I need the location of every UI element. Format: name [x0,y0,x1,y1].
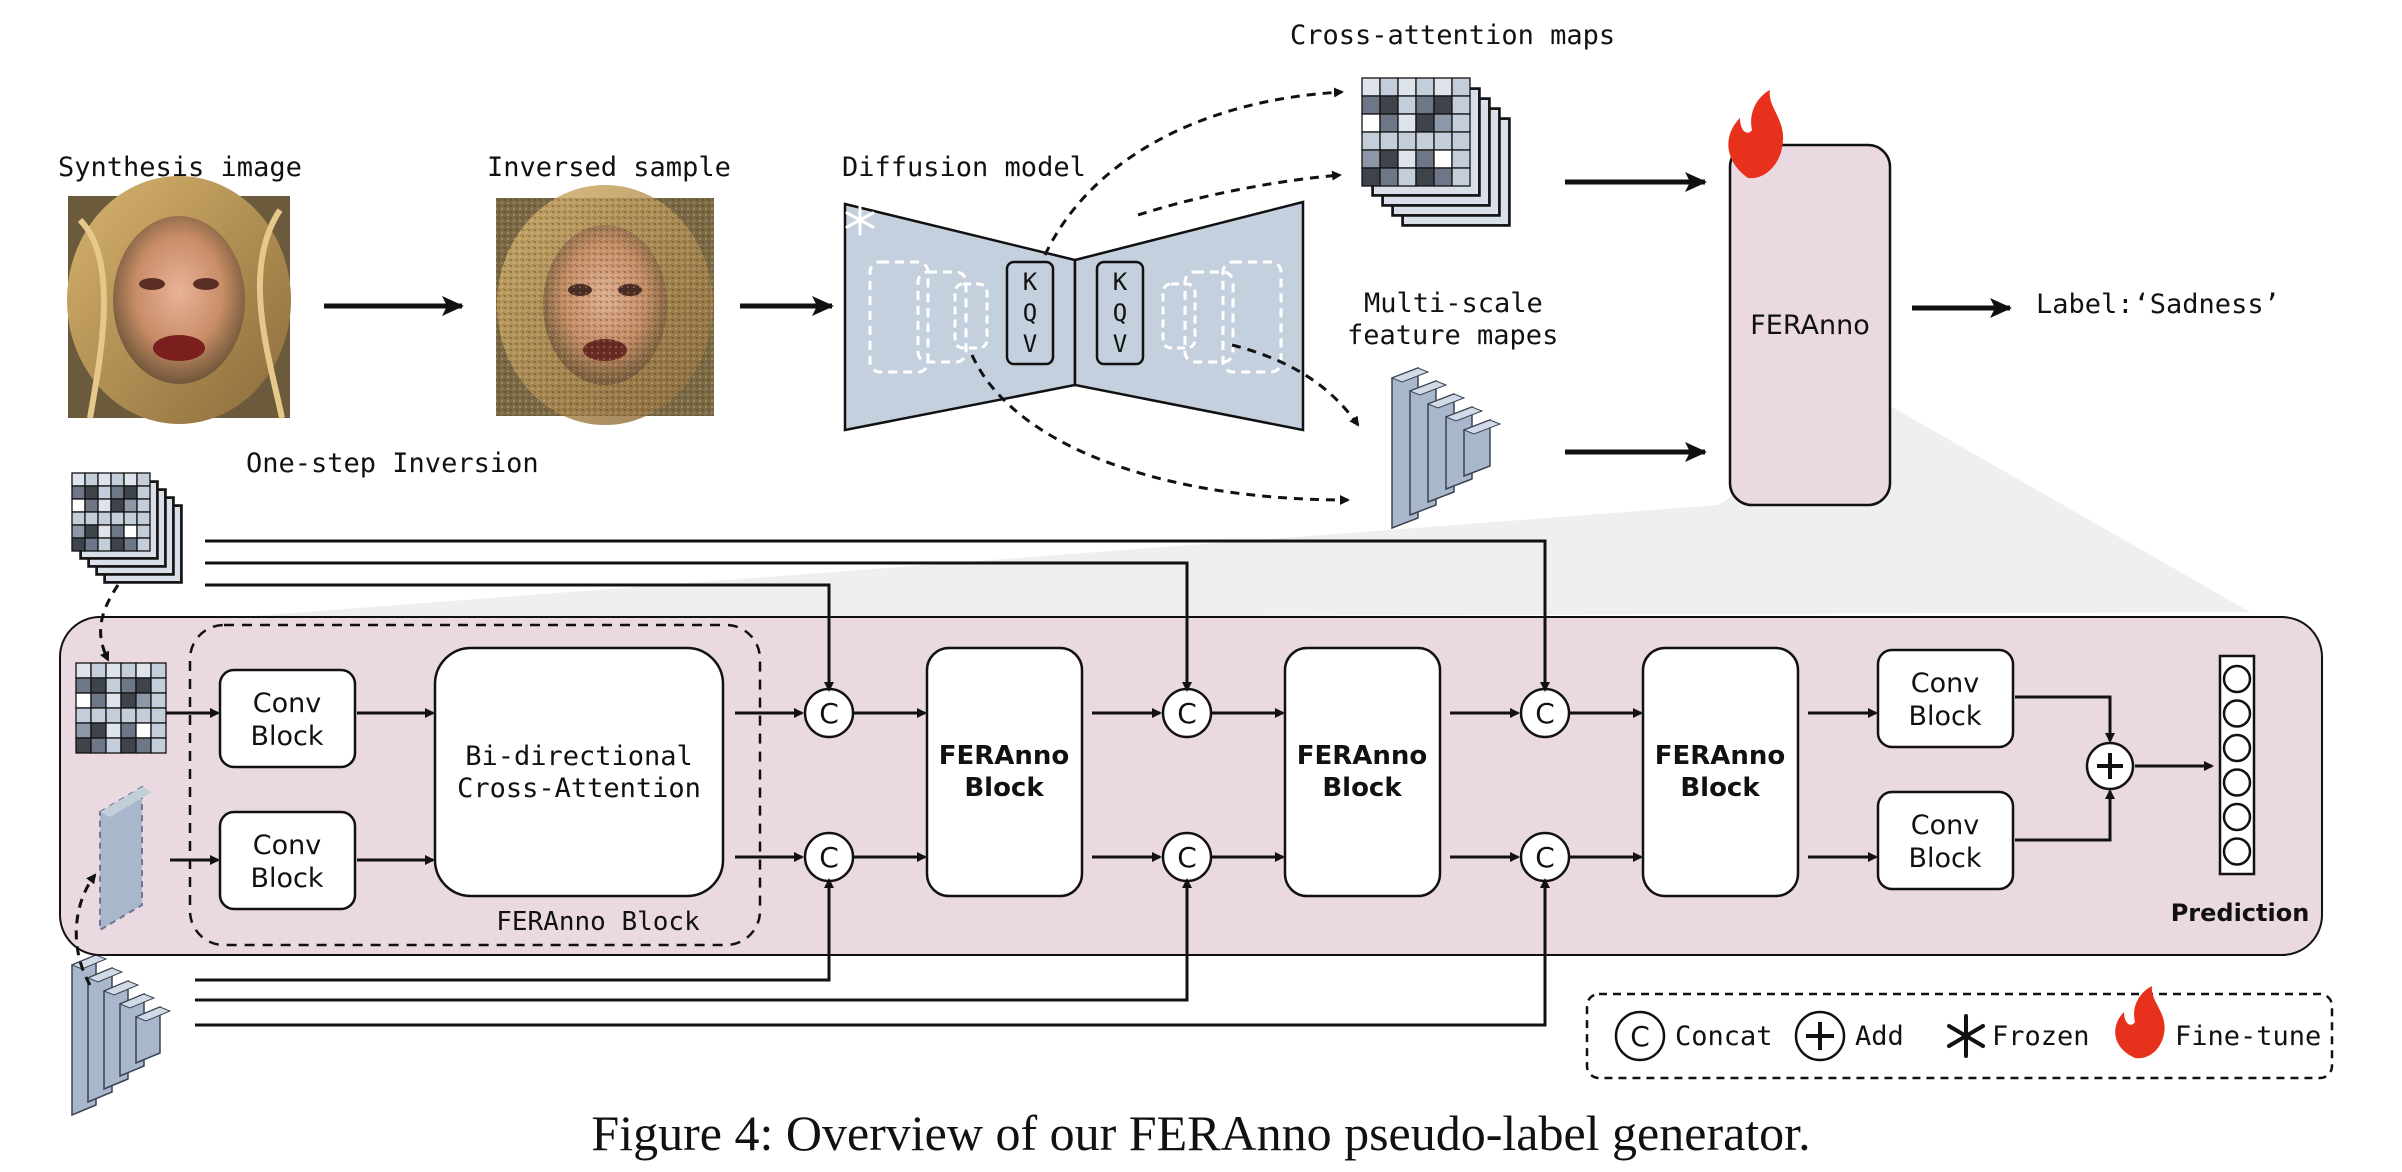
svg-text:Block: Block [1322,773,1402,803]
svg-text:Block: Block [1908,843,1981,874]
kqv-left-q: Q [1023,299,1037,327]
conv-block-right-bottom: Conv Block [1876,790,2015,891]
multi-scale-feature-maps [1390,366,1502,530]
prediction-label: Prediction [2171,899,2310,927]
figure-caption: Figure 4: Overview of our FERAnno pseudo… [591,1105,1810,1161]
feranno-block-group-label: FERAnno Block [496,907,700,937]
panel-arrows [166,539,2214,1027]
feranno-module-label: FERAnno [1750,310,1869,341]
zoom-shade [200,400,2250,620]
feature-map-small [99,785,152,932]
kqv-right-k: K [1113,268,1128,296]
add-node [2085,741,2135,791]
legend: C Concat Add Frozen Fine-tune [1585,986,2334,1080]
kqv-left [1005,260,1055,366]
conv-block-right-top: Conv Block [1876,648,2015,749]
multi-scale-label-line1: Multi-scale [1364,288,1543,319]
multi-scale-label-line2: feature mapes [1347,320,1558,351]
prediction-unit [2222,733,2252,763]
legend-flame-icon [2115,986,2165,1059]
legend-concat-label: Concat [1675,1021,1773,1052]
conv-block-bottom: Conv Block [218,810,357,911]
label-output: Label:‘Sadness’ [2036,289,2280,320]
concat-node: C [1519,687,1571,739]
svg-text:Bi-directional: Bi-directional [465,741,693,772]
svg-text:Block: Block [1908,701,1981,732]
legend-concat-icon: C [1614,1010,1666,1062]
feranno-module [1728,143,1892,507]
multi-scale-feature-maps-input [70,953,172,1117]
one-step-inversion-label: One-step Inversion [246,448,539,479]
dashed-arrow-to-features-2 [970,354,1350,505]
svg-text:FERAnno: FERAnno [1297,741,1428,771]
kqv-right-q: Q [1113,299,1127,327]
dashed-arrow-feat-up [74,873,97,986]
svg-text:Conv: Conv [1911,668,1979,699]
synthesis-image [67,176,291,424]
snowflake-icon [845,204,875,236]
attention-map-small [75,662,167,754]
kqv-right-v: V [1113,330,1127,358]
diffusion-model: K Q V K Q V [843,200,1305,432]
svg-text:C: C [1630,1020,1650,1053]
svg-text:Conv: Conv [253,688,321,719]
legend-add-label: Add [1855,1021,1904,1052]
concat-symbol: C [1535,697,1555,730]
inversed-sample-label: Inversed sample [487,152,731,183]
svg-text:FERAnno: FERAnno [939,741,1070,771]
dashed-arrow-to-attn-1 [1043,87,1344,256]
svg-text:Block: Block [1680,773,1760,803]
dashed-arrow-attn-down [99,584,120,662]
legend-finetune-label: Fine-tune [2175,1021,2321,1052]
concat-node: C [1519,831,1571,883]
concat-node: C [1161,831,1213,883]
prediction-unit [2222,699,2252,728]
bi-directional-cross-attention: Bi-directional Cross-Attention [433,646,725,898]
svg-text:Conv: Conv [1911,810,1979,841]
svg-text:FERAnno: FERAnno [1655,741,1786,771]
concat-symbol: C [819,697,839,730]
dashed-arrow-to-attn-2 [1137,170,1342,217]
concat-node: C [1161,687,1213,739]
concat-symbol: C [1535,841,1555,874]
concat-symbol: C [819,841,839,874]
prediction-unit [2222,664,2252,694]
kqv-right [1095,260,1145,366]
feranno-block-1: FERAnno Block [925,646,1084,898]
kqv-left-v: V [1023,330,1037,358]
feranno-block-2: FERAnno Block [1283,646,1442,898]
conv-block-top: Conv Block [218,668,357,769]
svg-text:Conv: Conv [253,830,321,861]
prediction-unit [2222,837,2252,866]
svg-text:Block: Block [250,721,323,752]
kqv-left-k: K [1023,268,1038,296]
prediction-unit [2222,768,2252,797]
dashed-arrow-to-features-1 [1231,343,1360,427]
concat-node: C [803,687,855,739]
flame-icon-top [1728,90,1784,179]
cross-attention-maps [1361,77,1511,227]
legend-add-icon [1794,1010,1846,1062]
svg-text:Cross-Attention: Cross-Attention [457,773,701,804]
concat-symbol: C [1177,841,1197,874]
concat-node: C [803,831,855,883]
feranno-block-3: FERAnno Block [1641,646,1800,898]
inversed-sample-image [496,185,714,425]
prediction-unit [2222,802,2252,832]
diffusion-model-label: Diffusion model [842,152,1086,183]
legend-snowflake-icon [1947,1014,1985,1058]
cross-attention-maps-input [71,472,183,584]
svg-text:Block: Block [250,863,323,894]
concat-symbol: C [1177,697,1197,730]
prediction-vector [2218,654,2256,876]
svg-text:Block: Block [964,773,1044,803]
legend-frozen-label: Frozen [1992,1021,2090,1052]
cross-attention-maps-label: Cross-attention maps [1290,20,1615,51]
